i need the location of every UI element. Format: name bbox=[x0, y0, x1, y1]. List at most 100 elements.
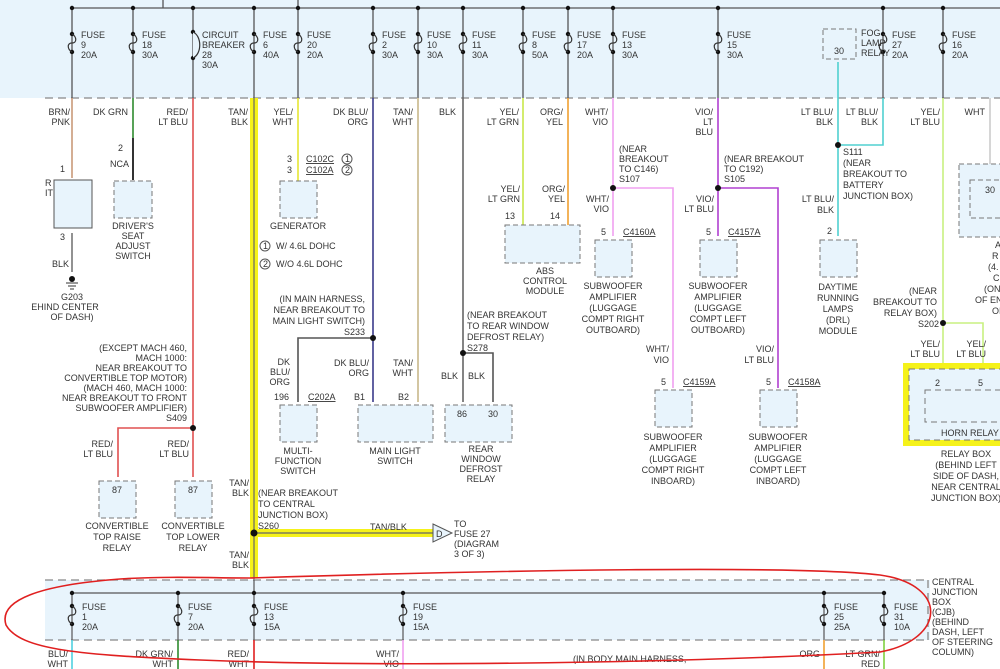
wire-color-label: ORG bbox=[799, 649, 820, 659]
svg-text:BLK: BLK bbox=[441, 371, 458, 381]
wire-color-label: ORG/YEL bbox=[540, 107, 564, 127]
svg-text:30: 30 bbox=[488, 409, 498, 419]
svg-text:C4159A: C4159A bbox=[683, 377, 716, 387]
svg-text:1: 1 bbox=[60, 164, 65, 174]
wire-color-label: YEL/WHT bbox=[273, 107, 294, 127]
wire-color-label: DK GRN/WHT bbox=[135, 649, 173, 669]
wire-color-label: RED/WHT bbox=[227, 649, 249, 669]
wire-color-label: TAN/BLK bbox=[228, 107, 248, 127]
svg-text:C4157A: C4157A bbox=[728, 227, 761, 237]
splice-dots bbox=[190, 142, 946, 537]
svg-text:30: 30 bbox=[985, 185, 995, 195]
svg-text:LT BLU/BLK: LT BLU/BLK bbox=[802, 194, 835, 215]
wire-color-label: RED/LT BLU bbox=[158, 107, 188, 127]
generator[interactable]: 3 3 C102C C102A 1 2 GENERATOR bbox=[270, 153, 353, 231]
central-junction-box[interactable] bbox=[45, 579, 930, 641]
svg-text:C4160A: C4160A bbox=[623, 227, 656, 237]
wire-color-label: WHT/VIO bbox=[376, 649, 399, 669]
svg-text:86: 86 bbox=[457, 409, 467, 419]
svg-text:87: 87 bbox=[188, 485, 198, 495]
horn-relay-label: HORN RELAY bbox=[941, 428, 999, 438]
svg-text:VIO/LT BLU: VIO/LT BLU bbox=[744, 344, 774, 365]
svg-text:C4158A: C4158A bbox=[788, 377, 821, 387]
wire-color-label: YEL/LT BLU bbox=[910, 107, 940, 127]
wire-color-label: LT BLU/BLK bbox=[846, 107, 879, 127]
svg-text:5: 5 bbox=[661, 377, 666, 387]
svg-text:D: D bbox=[436, 529, 443, 539]
svg-text:YEL/LT BLU: YEL/LT BLU bbox=[956, 339, 986, 359]
svg-text:B1: B1 bbox=[354, 392, 365, 402]
wire-color-label: TAN/WHT bbox=[393, 107, 414, 127]
svg-text:TAN/WHT: TAN/WHT bbox=[393, 358, 414, 378]
svg-text:RED/LT BLU: RED/LT BLU bbox=[83, 439, 113, 459]
svg-text:WHT/VIO: WHT/VIO bbox=[646, 344, 669, 365]
svg-text:2: 2 bbox=[827, 226, 832, 236]
svg-text:VIO/LT BLU: VIO/LT BLU bbox=[684, 194, 714, 214]
